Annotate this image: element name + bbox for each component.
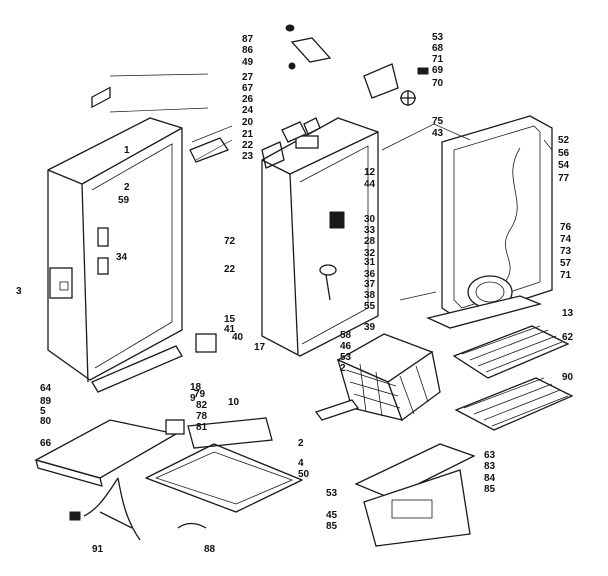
callout-label: 22 [242,140,254,151]
callout-label: 70 [432,78,444,89]
door-assembly [426,115,553,329]
callout-label: 90 [562,372,574,383]
callout-label: 56 [558,148,570,159]
callout-label: 62 [562,332,574,343]
callout-label: 18 [190,382,202,393]
callout-label: 3 [16,286,22,297]
callout-label: 34 [116,252,128,263]
callout-label: 63 [484,450,496,461]
callout-label: 28 [364,236,376,247]
callout-label: 2 [340,363,346,374]
callout-label: 39 [364,322,376,333]
callout-label: 69 [432,65,444,76]
callout-label: 76 [560,222,572,233]
callout-label: 32 [364,248,376,259]
callout-label: 2 [298,438,304,449]
callout-label: 80 [40,416,52,427]
wire-shelves [452,325,574,431]
callout-label: 58 [340,330,352,341]
fan-motor-assembly [363,63,429,106]
callout-label: 30 [364,214,376,225]
callout-label: 89 [40,396,52,407]
callout-label: 33 [364,225,376,236]
callout-label: 68 [432,43,444,54]
callout-label: 71 [560,270,572,281]
callout-label: 52 [558,135,570,146]
callout-label: 10 [228,397,240,408]
top-brackets [189,24,332,169]
inner-liner [261,117,379,357]
callout-label: 49 [242,57,254,68]
leader-lines [109,73,553,301]
bottom-panels [34,333,476,547]
callout-label: 22 [224,264,236,275]
callout-label: 74 [560,234,572,245]
callout-label: 4 [298,458,304,469]
callout-label: 54 [558,160,570,171]
callout-label: 73 [560,246,572,257]
callout-label: 67 [242,83,254,94]
callout-label: 24 [242,105,254,116]
callout-label: 81 [196,422,208,433]
outer-cabinet-shell [47,86,183,383]
callout-label: 72 [224,236,236,247]
callout-label: 55 [364,301,376,312]
callout-label: 84 [484,473,496,484]
callout-label: 59 [118,195,130,206]
callout-label: 17 [254,342,266,353]
callout-label: 91 [92,544,104,555]
callout-label: 26 [242,94,254,105]
wire-harness [69,477,207,541]
callout-label: 88 [204,544,216,555]
callout-label: 27 [242,72,254,83]
callout-label: 21 [242,129,254,140]
callout-label: 53 [340,352,352,363]
callout-label: 2 [124,182,130,193]
callout-label: 36 [364,269,376,280]
callout-label: 85 [484,484,496,495]
callout-label: 77 [558,173,570,184]
callout-label: 53 [326,488,338,499]
callout-label: 57 [560,258,572,269]
callout-label: 12 [364,167,376,178]
callout-label: 5 [40,406,46,417]
callout-label: 9 [190,393,196,404]
callout-label: 40 [232,332,244,343]
callout-label: 37 [364,279,376,290]
callout-label: 64 [40,383,52,394]
callout-label: 13 [562,308,574,319]
callout-label: 53 [432,32,444,43]
callout-label: 82 [196,400,208,411]
callout-label: 50 [298,469,310,480]
callout-label: 85 [326,521,338,532]
callout-label: 38 [364,290,376,301]
callout-label: 71 [432,54,444,65]
callout-label: 87 [242,34,254,45]
callout-label: 15 [224,314,236,325]
callout-label: 46 [340,341,352,352]
callout-label: 20 [242,117,254,128]
callout-label: 66 [40,438,52,449]
callout-labels: 87 86 49 27 67 26 24 20 21 22 23 1 2 59 … [16,32,574,555]
callout-label: 75 [432,116,444,127]
callout-label: 79 [194,389,206,400]
callout-label: 43 [432,128,444,139]
callout-label: 23 [242,151,254,162]
callout-label: 41 [224,324,236,335]
callout-label: 44 [364,179,376,190]
callout-label: 45 [326,510,338,521]
callout-label: 86 [242,45,254,56]
callout-label: 1 [124,145,130,156]
callout-label: 83 [484,461,496,472]
callout-label: 78 [196,411,208,422]
callout-label: 31 [364,257,376,268]
